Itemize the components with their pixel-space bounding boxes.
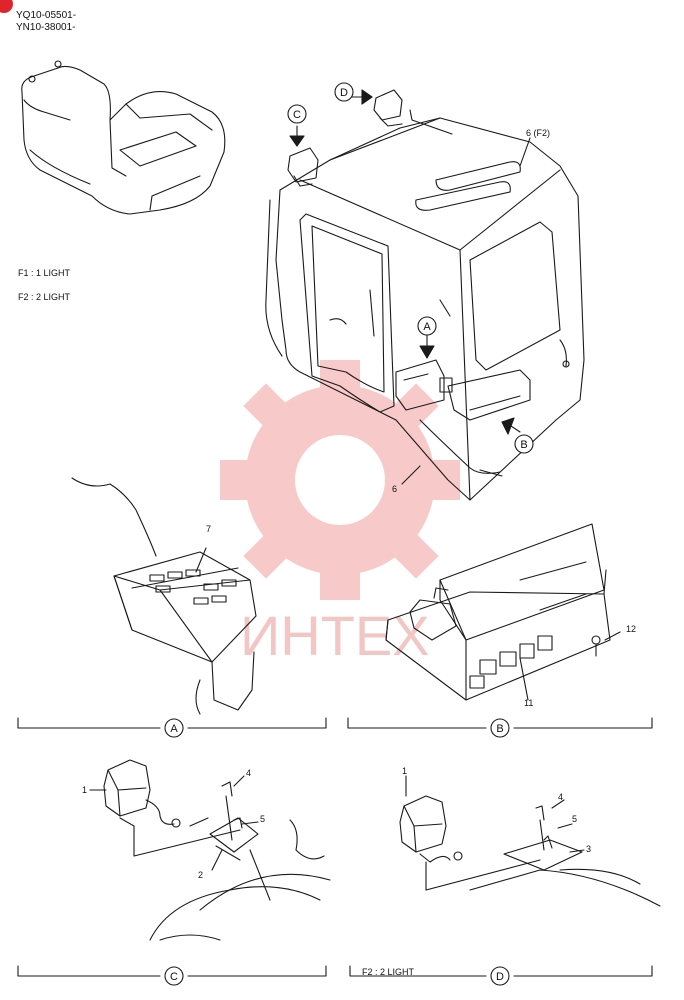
- part-c2: 2: [198, 870, 203, 880]
- callout-label-c: C: [293, 109, 301, 121]
- corner-mark: [0, 0, 13, 13]
- section-line-d: [349, 965, 487, 977]
- part-6-f2: 6 (F2): [526, 128, 550, 138]
- section-circle-c: [164, 966, 184, 986]
- legend-f2: F2 : 2 LIGHT: [18, 292, 71, 302]
- section-line-d2: [513, 965, 653, 977]
- callout-label-a: A: [423, 321, 431, 333]
- section-circle-b: [490, 718, 510, 738]
- callout-label-b: B: [520, 439, 527, 451]
- serial-number-2: YN10-38001-: [16, 22, 76, 33]
- cab-light-d: [373, 89, 403, 127]
- part-d5: 5: [572, 814, 577, 824]
- serial-number-1: YQ10-05501-: [16, 10, 77, 21]
- arrow-b: [501, 417, 521, 435]
- cab-light-c: [287, 147, 319, 187]
- part-c1: 1: [82, 785, 87, 795]
- section-line-a2: [187, 717, 327, 729]
- part-d1: 1: [402, 766, 407, 776]
- part-12: 12: [626, 624, 636, 634]
- section-label-c: C: [170, 971, 178, 983]
- section-label-a: A: [170, 723, 178, 735]
- callout-circle-a: [417, 316, 437, 336]
- arrow-c: [289, 125, 305, 147]
- callout-label-d: D: [340, 87, 348, 99]
- section-circle-d: [490, 966, 510, 986]
- part-7: 7: [206, 524, 211, 534]
- machine-overview: [21, 60, 226, 215]
- detail-c-light-mount: [89, 759, 331, 941]
- detail-d-light-mount: [399, 775, 661, 907]
- callout-circle-b: [514, 434, 534, 454]
- arrow-d: [351, 89, 373, 105]
- watermark-text: ИНТЕХ: [240, 604, 430, 667]
- section-label-d: D: [496, 971, 504, 983]
- part-11: 11: [524, 698, 533, 708]
- leader-6: [401, 465, 421, 485]
- section-line-c: [17, 965, 161, 977]
- watermark-gear: [220, 360, 460, 600]
- callout-circle-c: [287, 104, 307, 124]
- section-line-a: [17, 717, 161, 729]
- detail-d-note: F2 : 2 LIGHT: [362, 967, 415, 977]
- callout-circle-d: [334, 82, 354, 102]
- section-line-c2: [187, 965, 327, 977]
- part-6: 6: [392, 484, 397, 494]
- section-line-b: [347, 717, 487, 729]
- arrow-a: [419, 333, 435, 359]
- leader-6f2: [519, 137, 531, 167]
- legend-f1: F1 : 1 LIGHT: [18, 268, 71, 278]
- part-d4: 4: [558, 792, 563, 802]
- section-label-b: B: [496, 723, 503, 735]
- part-c5: 5: [260, 814, 265, 824]
- part-d3: 3: [586, 844, 591, 854]
- section-line-b2: [513, 717, 653, 729]
- section-circle-a: [164, 718, 184, 738]
- detail-a-switch-panel: [71, 477, 257, 715]
- detail-b-relay-unit: [385, 523, 621, 701]
- part-c4: 4: [246, 768, 251, 778]
- cab-drawing: [265, 109, 585, 501]
